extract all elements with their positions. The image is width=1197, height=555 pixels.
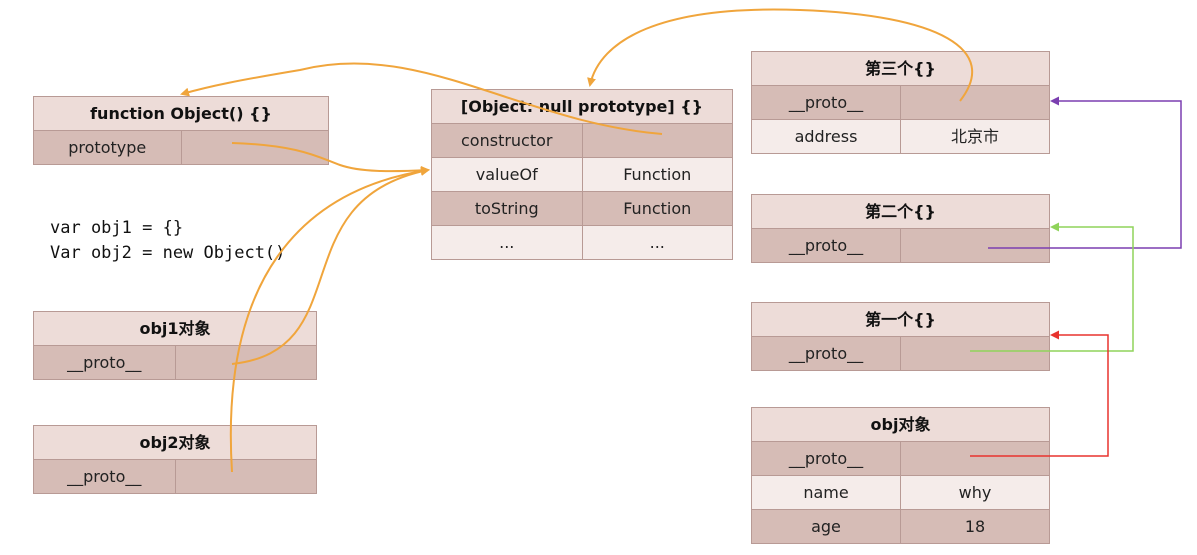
box-obj2: obj2对象 __proto__	[33, 425, 317, 494]
box-row: __proto__	[752, 442, 1049, 476]
box-null-prototype: [Object: null prototype] {} constructor …	[431, 89, 733, 260]
code-line: Var obj2 = new Object()	[50, 243, 286, 263]
box-third-object: 第三个{} __proto__ address 北京市	[751, 51, 1050, 154]
box-title: 第一个{}	[752, 303, 1049, 337]
box-obj: obj对象 __proto__ name why age 18	[751, 407, 1050, 544]
box-title: 第二个{}	[752, 195, 1049, 229]
box-row: name why	[752, 476, 1049, 510]
row-key: toString	[432, 192, 583, 225]
code-line: var obj1 = {}	[50, 218, 184, 238]
box-row: __proto__	[34, 460, 316, 493]
row-key: __proto__	[752, 86, 901, 119]
row-key: prototype	[34, 131, 182, 164]
row-value: 18	[964, 517, 986, 536]
row-key: __proto__	[752, 229, 901, 262]
box-title: obj对象	[752, 408, 1049, 442]
box-row: toString Function	[432, 192, 732, 226]
row-value	[901, 86, 1049, 119]
row-value: 北京市	[950, 127, 999, 146]
box-row: constructor	[432, 124, 732, 158]
row-value: Function	[623, 199, 692, 218]
row-key: constructor	[432, 124, 583, 157]
row-value	[901, 337, 1049, 370]
row-key: age	[752, 510, 901, 543]
box-second-object: 第二个{} __proto__	[751, 194, 1050, 263]
box-title: obj1对象	[34, 312, 316, 346]
box-obj1: obj1对象 __proto__	[33, 311, 317, 380]
box-title: 第三个{}	[752, 52, 1049, 86]
box-title: function Object() {}	[34, 97, 328, 131]
box-function-object: function Object() {} prototype	[33, 96, 329, 165]
box-row: age 18	[752, 510, 1049, 543]
row-value	[901, 442, 1049, 475]
box-row: __proto__	[752, 337, 1049, 370]
row-value: why	[958, 483, 992, 502]
box-row: valueOf Function	[432, 158, 732, 192]
row-key: __proto__	[34, 346, 176, 379]
row-value	[182, 131, 329, 164]
box-row: address 北京市	[752, 120, 1049, 153]
box-row: prototype	[34, 131, 328, 164]
row-value: ...	[649, 233, 665, 252]
box-title: [Object: null prototype] {}	[432, 90, 732, 124]
box-first-object: 第一个{} __proto__	[751, 302, 1050, 371]
box-row: __proto__	[752, 229, 1049, 262]
box-row: ... ...	[432, 226, 732, 259]
row-key: __proto__	[752, 337, 901, 370]
row-value	[176, 346, 317, 379]
box-title: obj2对象	[34, 426, 316, 460]
row-key: address	[752, 120, 901, 153]
row-key: name	[752, 476, 901, 509]
row-key: __proto__	[34, 460, 176, 493]
row-value	[583, 124, 733, 157]
box-row: __proto__	[752, 86, 1049, 120]
row-key: __proto__	[752, 442, 901, 475]
row-value	[176, 460, 317, 493]
row-value: Function	[623, 165, 692, 184]
row-key: valueOf	[432, 158, 583, 191]
row-value	[901, 229, 1049, 262]
row-key: ...	[432, 226, 583, 259]
box-row: __proto__	[34, 346, 316, 379]
code-snippet: var obj1 = {} Var obj2 = new Object()	[50, 216, 285, 266]
